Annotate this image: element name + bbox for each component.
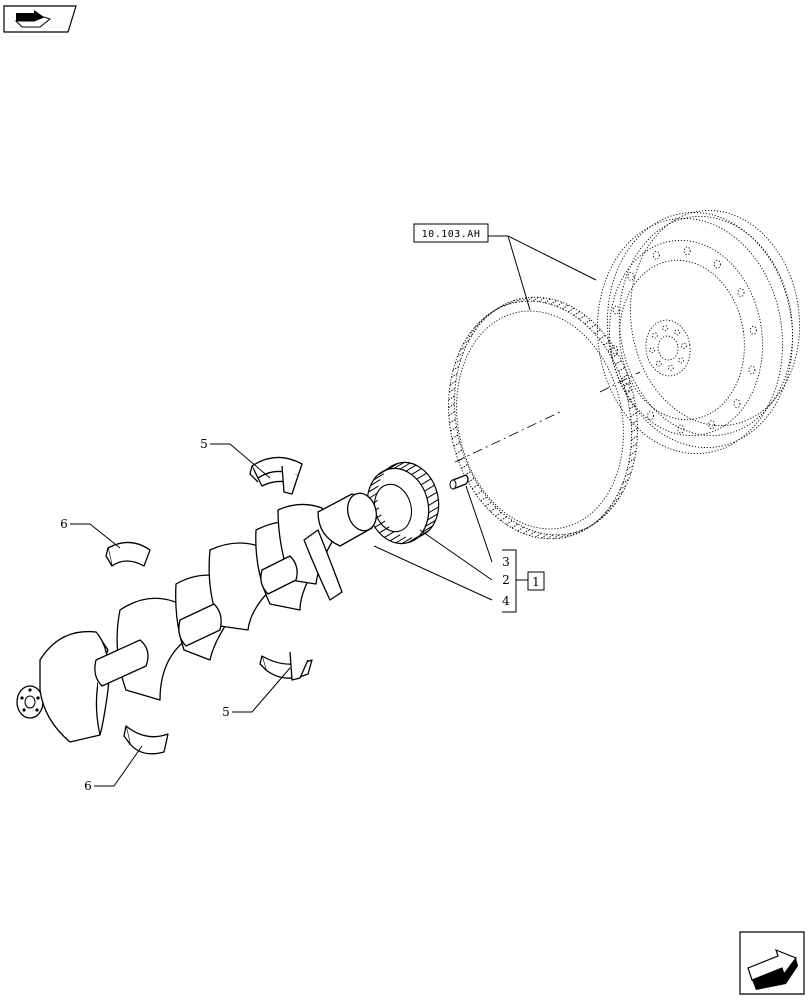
dowel-pin[interactable] xyxy=(449,474,469,490)
crankshaft-axis xyxy=(454,411,561,463)
callout-1: 1 xyxy=(532,575,540,589)
next-nav-button[interactable] xyxy=(739,931,805,995)
callout-3: 3 xyxy=(502,555,510,569)
back-arrow-icon xyxy=(14,10,52,28)
crankshaft-axis-rear xyxy=(599,371,641,393)
leader-4 xyxy=(373,545,493,601)
reference-leader-flywheel xyxy=(507,235,597,281)
crankshaft[interactable] xyxy=(16,490,380,743)
thrust-bearing-upper[interactable] xyxy=(105,541,151,567)
callout-5-upper: 5 xyxy=(200,437,208,451)
main-bearing-lower[interactable] xyxy=(259,651,313,681)
leader-5-upper xyxy=(210,443,271,479)
callout-6-upper: 6 xyxy=(60,517,68,531)
back-nav-button[interactable] xyxy=(3,5,77,33)
flywheel xyxy=(596,209,800,455)
timing-gear[interactable] xyxy=(359,456,447,551)
callout-5-lower: 5 xyxy=(222,705,230,719)
leader-2 xyxy=(419,529,493,581)
leader-6-upper xyxy=(70,523,121,549)
ring-gear-teeth xyxy=(448,296,638,540)
reference-label: 10.103.AH xyxy=(422,229,481,240)
leader-6-lower xyxy=(94,745,143,787)
next-arrow-icon xyxy=(747,948,798,990)
callout-6-lower: 6 xyxy=(84,779,92,793)
callout-4: 4 xyxy=(502,594,510,608)
leader-3 xyxy=(465,485,493,563)
reference-box[interactable]: 10.103.AH xyxy=(413,223,489,243)
main-bearing-upper[interactable] xyxy=(249,456,303,495)
ring-gear xyxy=(448,296,638,540)
leader-5-lower xyxy=(232,667,291,713)
kit-bracket xyxy=(502,549,528,613)
kit-callout-box[interactable] xyxy=(527,571,545,591)
thrust-bearing-lower[interactable] xyxy=(123,725,169,755)
callout-2: 2 xyxy=(502,573,510,587)
flywheel-bolt-holes xyxy=(611,246,757,434)
reference-leader-ring xyxy=(507,235,531,311)
